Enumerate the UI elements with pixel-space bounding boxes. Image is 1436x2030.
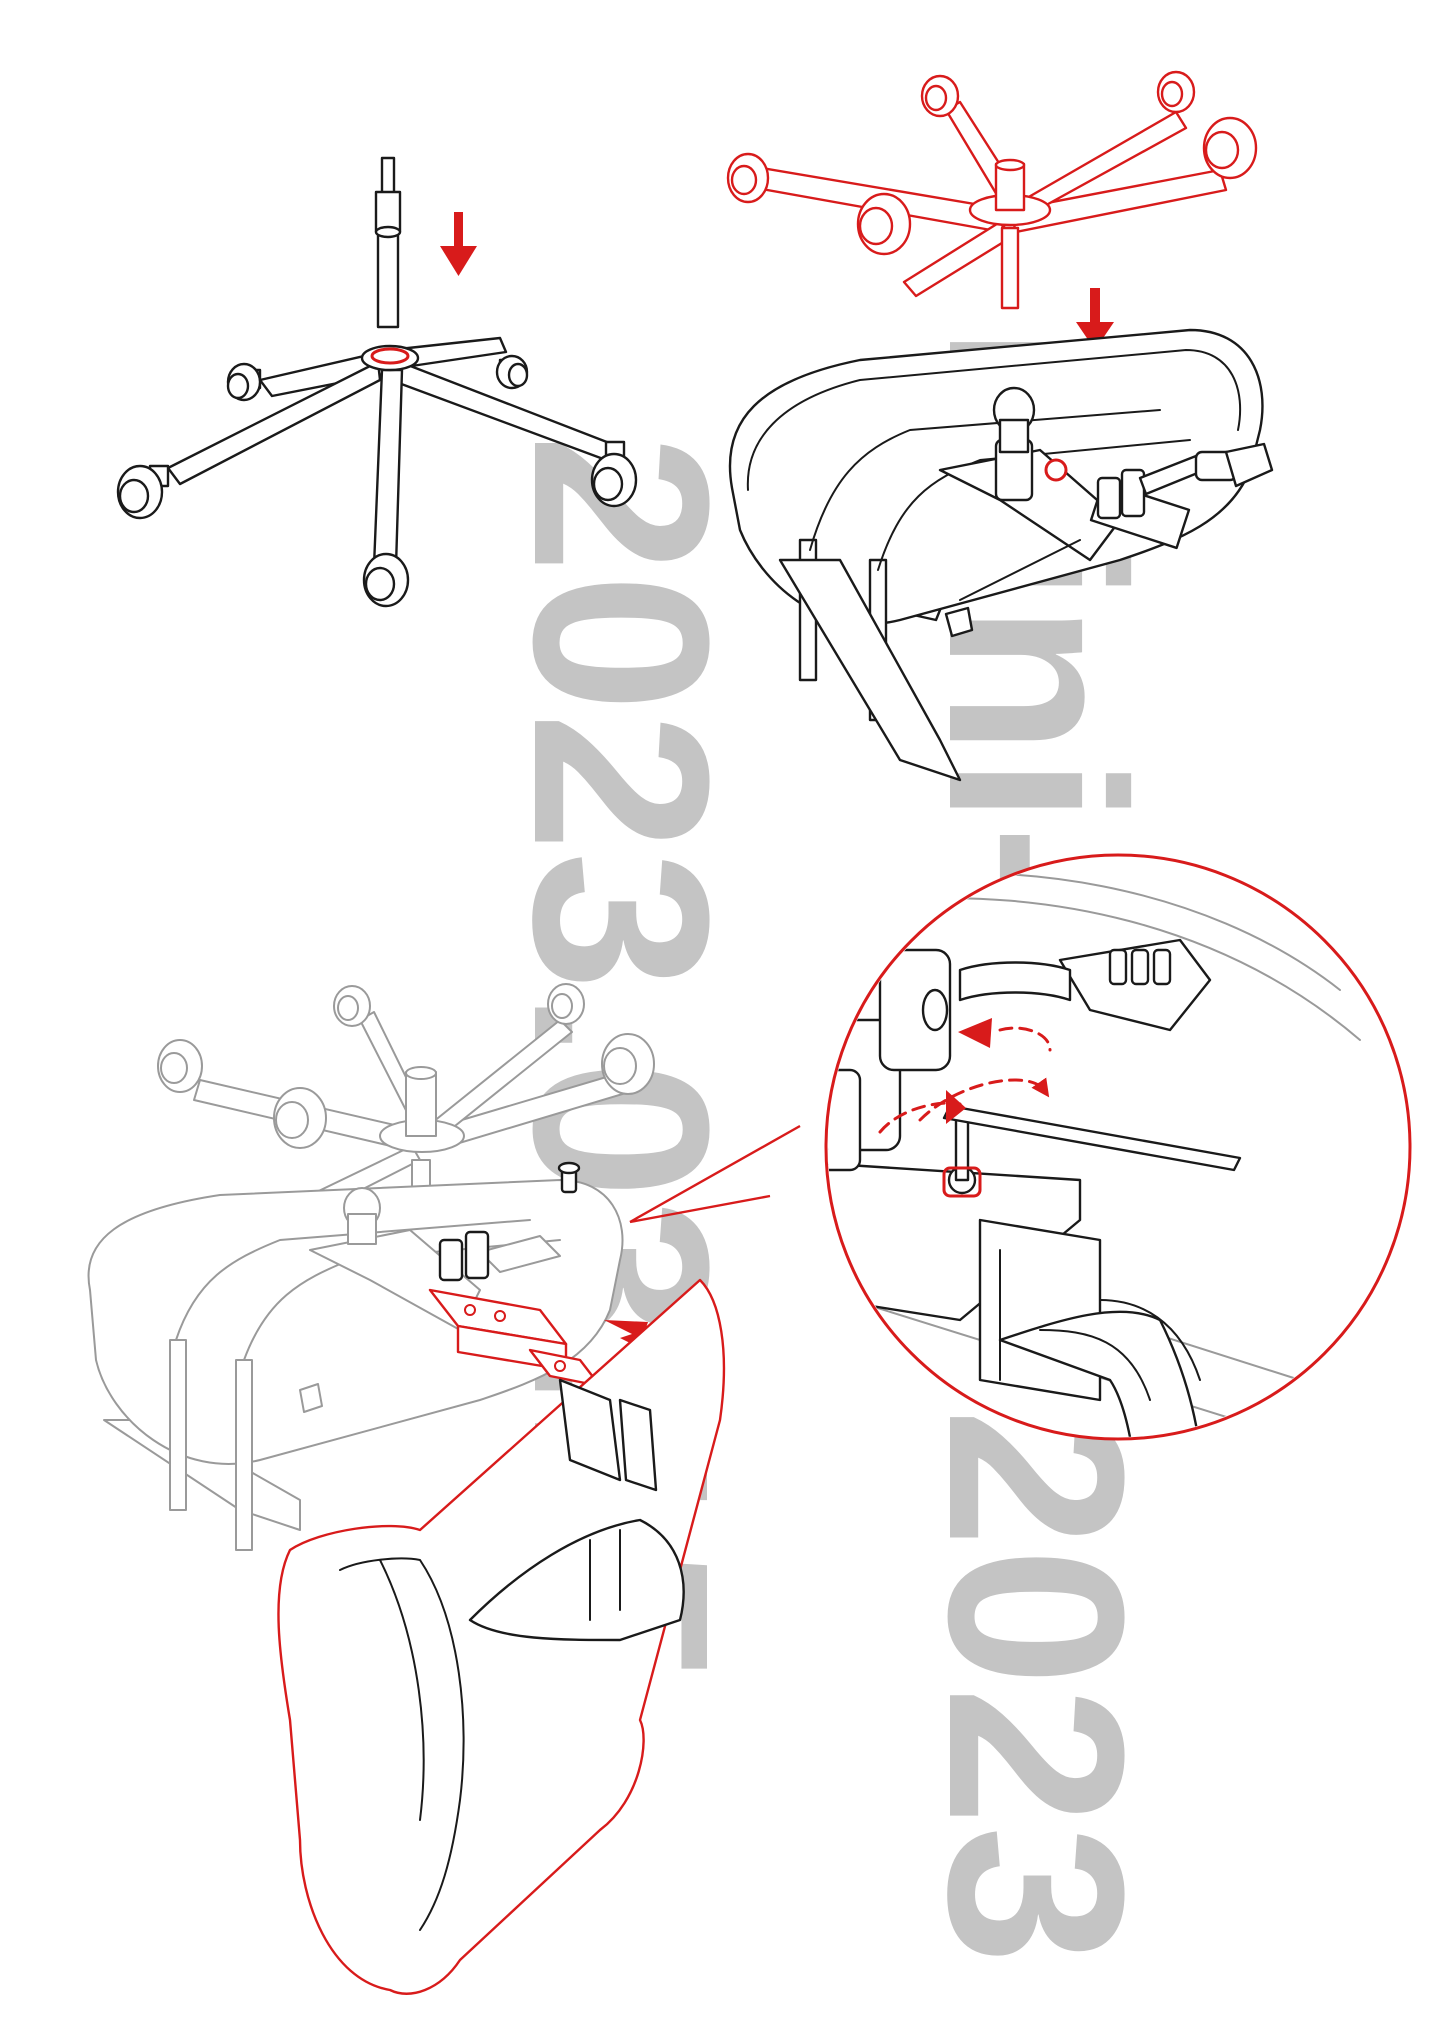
caster-wheel <box>495 354 529 390</box>
step-2-seat-assembly <box>726 70 1274 782</box>
caster-wheel <box>726 152 770 204</box>
backrest-bracket <box>428 1288 602 1388</box>
chair-base <box>116 336 638 608</box>
caster-wheel <box>1156 70 1196 114</box>
caster-wheel <box>157 1039 203 1093</box>
detail-callout <box>629 853 1412 1441</box>
step-3-backrest-assembly <box>87 983 726 1995</box>
chair-base-highlighted <box>726 70 1258 310</box>
backrest <box>277 1278 726 1995</box>
step-1-base-assembly <box>116 156 638 608</box>
detail-closeup <box>828 872 1361 1437</box>
caster-wheel <box>601 1033 655 1095</box>
caster-wheel <box>856 192 912 256</box>
caster-wheel <box>273 1087 327 1149</box>
gas-lift-cylinder <box>374 156 402 329</box>
tilt-mechanism <box>938 386 1274 638</box>
insert-arrow-down <box>440 212 477 276</box>
caster-wheel <box>1202 116 1258 180</box>
caster-wheel <box>333 985 371 1027</box>
caster-wheel <box>590 440 638 508</box>
caster-wheel <box>362 552 410 608</box>
caster-wheel <box>116 464 170 520</box>
caster-wheel <box>226 362 262 402</box>
caster-wheel <box>920 74 960 118</box>
caster-wheel <box>547 983 585 1025</box>
chair-base-faded <box>157 983 655 1237</box>
tilt-mechanism <box>299 1161 581 1413</box>
lower-arrow-down <box>1076 288 1114 350</box>
